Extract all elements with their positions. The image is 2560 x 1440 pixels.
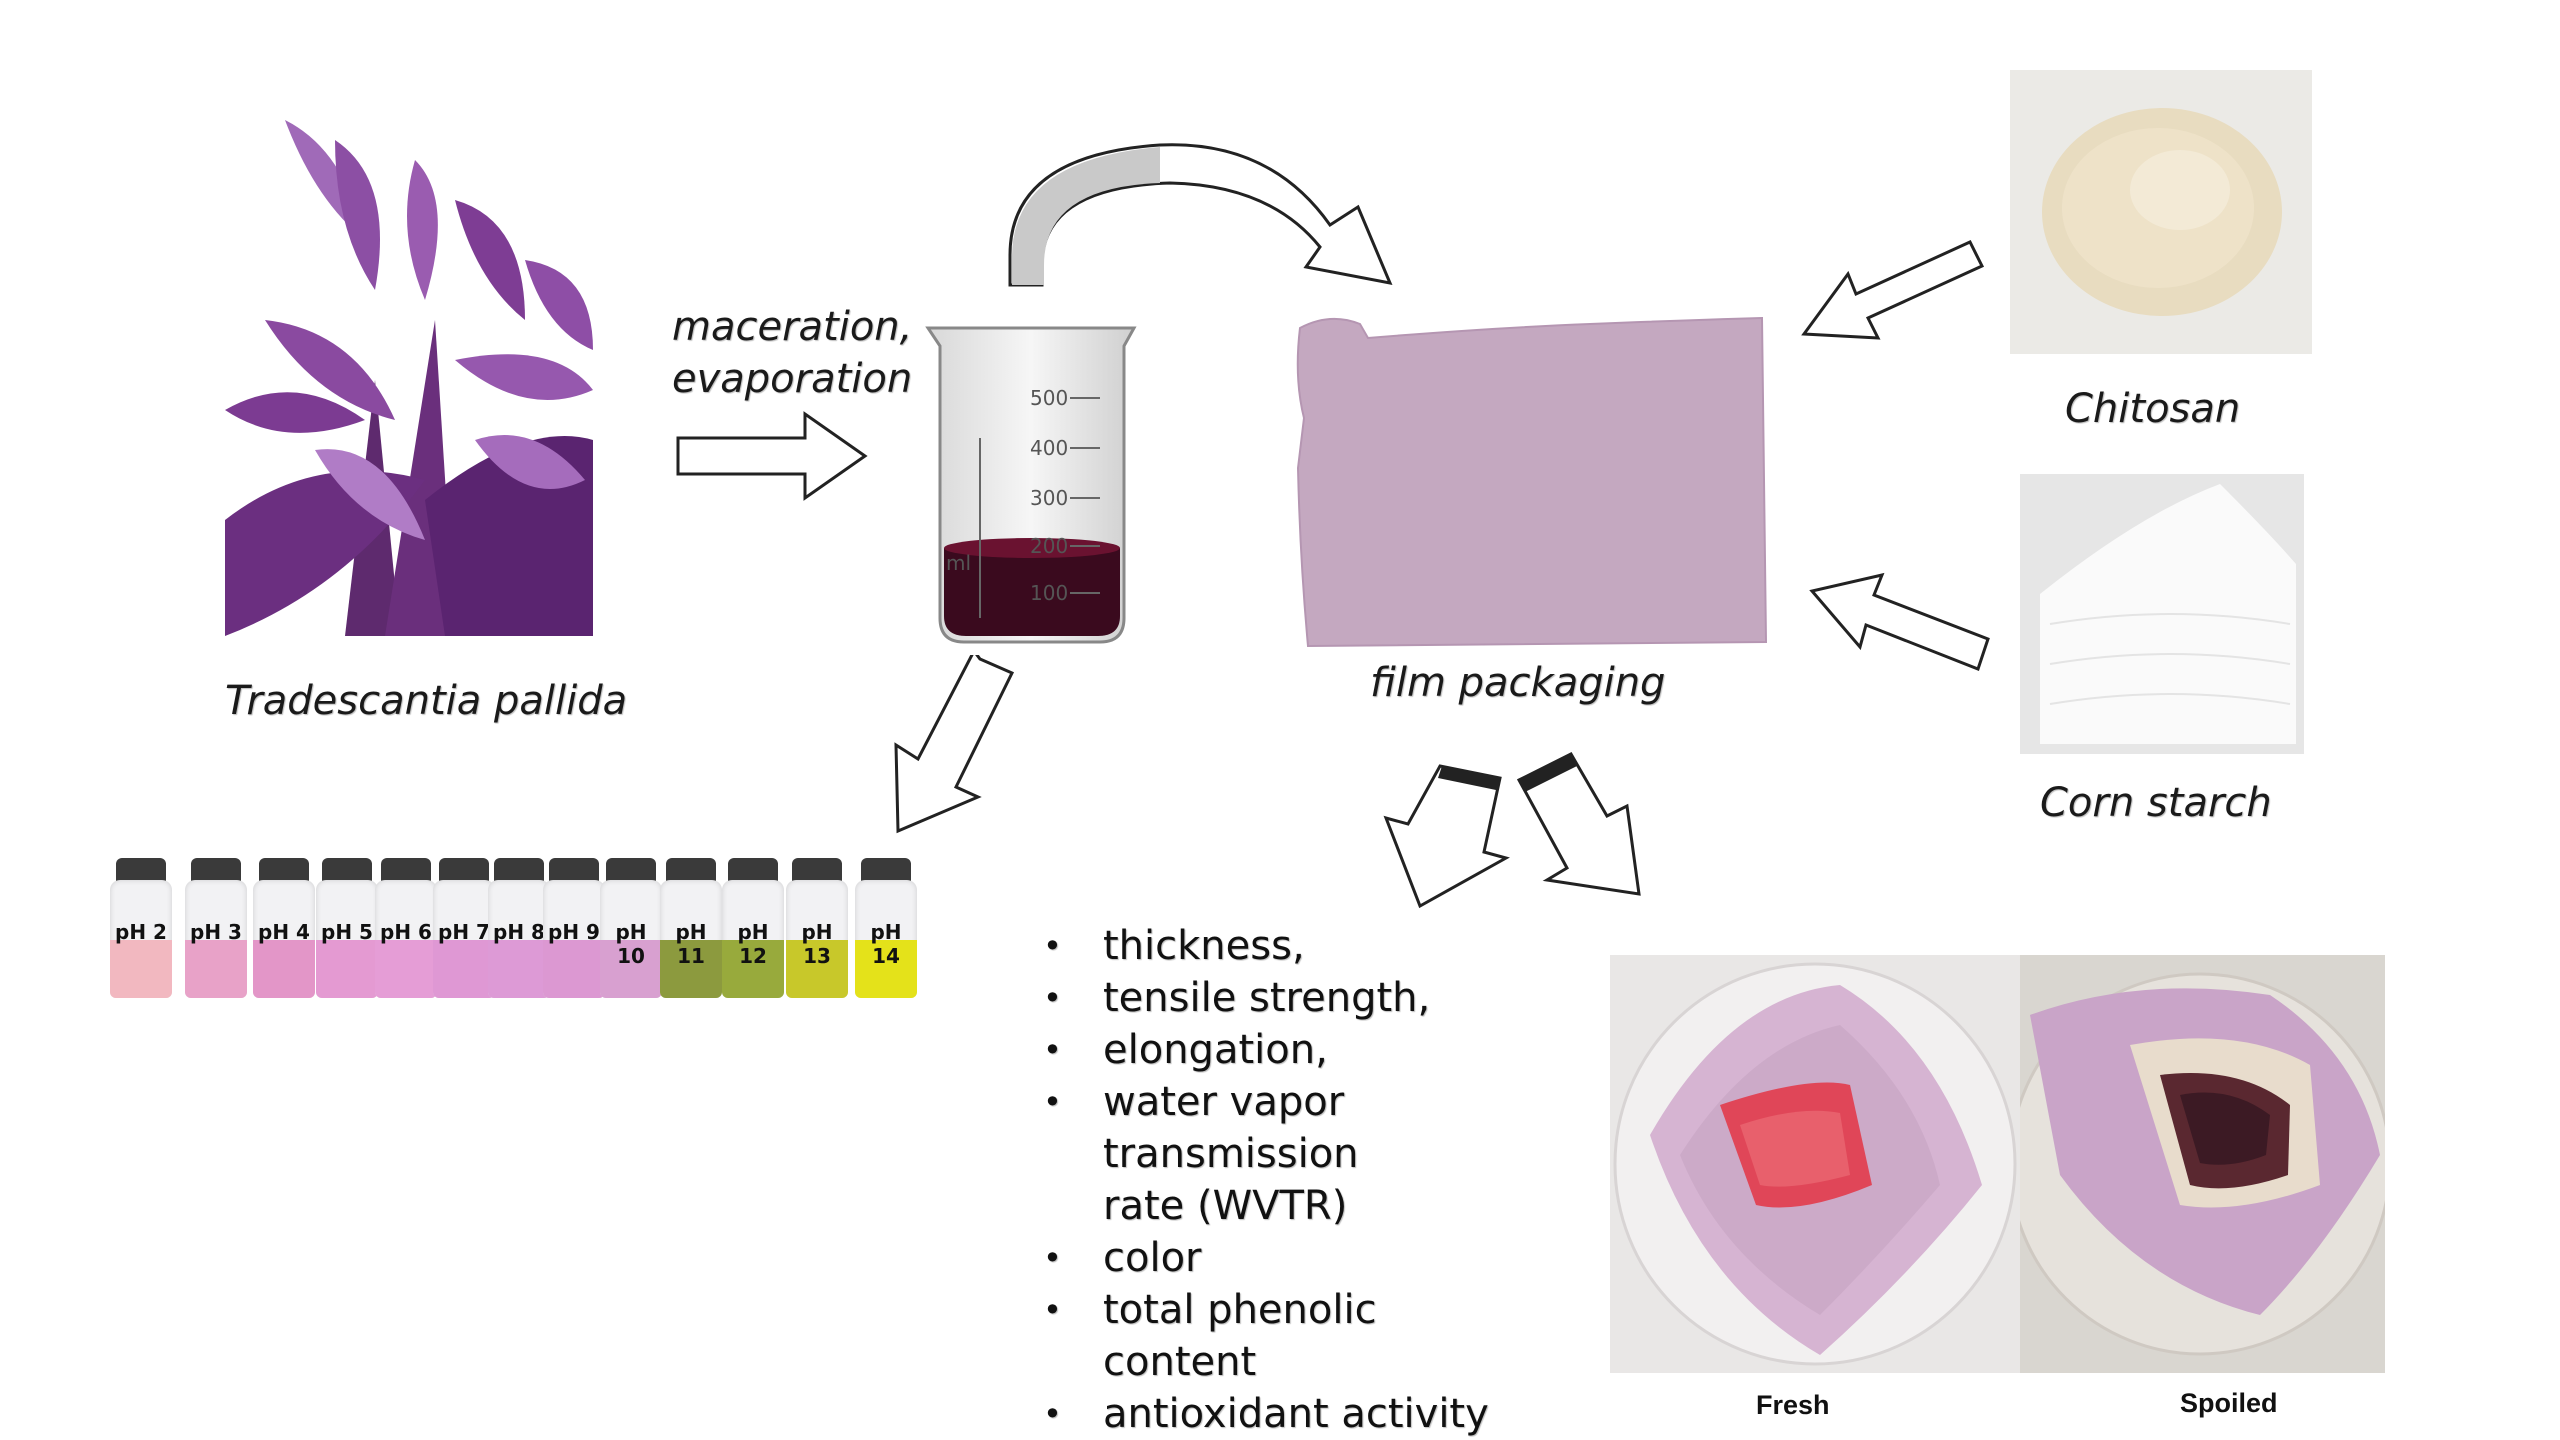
down-arrow-right-icon xyxy=(1516,752,1641,896)
ph-vial: pH 2 xyxy=(110,858,172,998)
plant-label: Tradescantia pallida xyxy=(225,678,628,724)
ph-vial-label: pH 9 xyxy=(548,920,600,944)
ph-vial-label: pH 5 xyxy=(321,920,373,944)
beaker-mark-100: 100 xyxy=(1030,581,1068,605)
corn-starch-photo xyxy=(2020,474,2304,754)
ph-vial: pH 13 xyxy=(786,858,848,998)
fresh-caption: Fresh xyxy=(1756,1390,1830,1420)
process-label-line1: maceration, xyxy=(672,304,913,350)
ph-vial: pH 11 xyxy=(660,858,722,998)
ph-vial-label: pH 12 xyxy=(737,920,769,968)
curved-arrow-icon xyxy=(1008,143,1393,287)
ph-vial: pH 10 xyxy=(600,858,662,998)
beaker-unit: ml xyxy=(946,551,971,575)
ph-vial-label: pH 6 xyxy=(380,920,432,944)
ph-vial: pH 12 xyxy=(722,858,784,998)
property-list: thickness, tensile strength, elongation,… xyxy=(1035,920,1489,1440)
chitosan-label: Chitosan xyxy=(2065,386,2241,432)
left-arrow-starch-icon xyxy=(1809,572,1990,671)
plant-photo xyxy=(225,120,593,636)
ph-vial-label: pH 2 xyxy=(115,920,167,944)
film-packaging-image xyxy=(1296,316,1768,648)
down-arrow-left-icon xyxy=(1383,764,1510,909)
beaker-extract: 500 400 300 200 100 ml xyxy=(925,326,1137,644)
chitosan-photo xyxy=(2010,70,2312,354)
spoiled-sample-photo xyxy=(2020,955,2385,1373)
down-left-arrow-icon xyxy=(894,655,1015,834)
left-arrow-chitosan-icon xyxy=(1801,240,1985,340)
property-item: antioxidant activity xyxy=(1035,1388,1489,1440)
ph-vial: pH 3 xyxy=(185,858,247,998)
ph-vial: pH 5 xyxy=(316,858,378,998)
ph-vial: pH 14 xyxy=(855,858,917,998)
property-item: elongation, xyxy=(1035,1024,1489,1076)
ph-vial: pH 9 xyxy=(543,858,605,998)
property-item: color xyxy=(1035,1232,1489,1284)
beaker-mark-400: 400 xyxy=(1030,436,1068,460)
spoiled-caption: Spoiled xyxy=(2180,1388,2278,1418)
process-label-line2: evaporation xyxy=(672,356,913,402)
ph-vial-label: pH 3 xyxy=(190,920,242,944)
ph-vial: pH 7 xyxy=(433,858,495,998)
beaker-mark-200: 200 xyxy=(1030,534,1068,558)
ph-vial-label: pH 11 xyxy=(675,920,707,968)
fresh-sample-photo xyxy=(1610,955,2020,1373)
beaker-mark-300: 300 xyxy=(1030,486,1068,510)
property-item: total phenolic content xyxy=(1035,1284,1403,1388)
property-item: thickness, xyxy=(1035,920,1489,972)
property-item: tensile strength, xyxy=(1035,972,1489,1024)
corn-starch-label: Corn starch xyxy=(2040,780,2272,826)
right-arrow-icon xyxy=(676,411,868,501)
ph-vial-label: pH 14 xyxy=(870,920,902,968)
ph-vial-label: pH 4 xyxy=(258,920,310,944)
ph-vial-label: pH 8 xyxy=(493,920,545,944)
ph-vial-label: pH 10 xyxy=(615,920,647,968)
ph-vial: pH 8 xyxy=(488,858,550,998)
ph-vial-label: pH 13 xyxy=(801,920,833,968)
ph-vial: pH 4 xyxy=(253,858,315,998)
ph-vial-label: pH 7 xyxy=(438,920,490,944)
ph-vial: pH 6 xyxy=(375,858,437,998)
beaker-mark-500: 500 xyxy=(1030,386,1068,410)
property-item: water vapor transmission rate (WVTR) xyxy=(1035,1076,1443,1232)
film-label: film packaging xyxy=(1370,660,1666,706)
